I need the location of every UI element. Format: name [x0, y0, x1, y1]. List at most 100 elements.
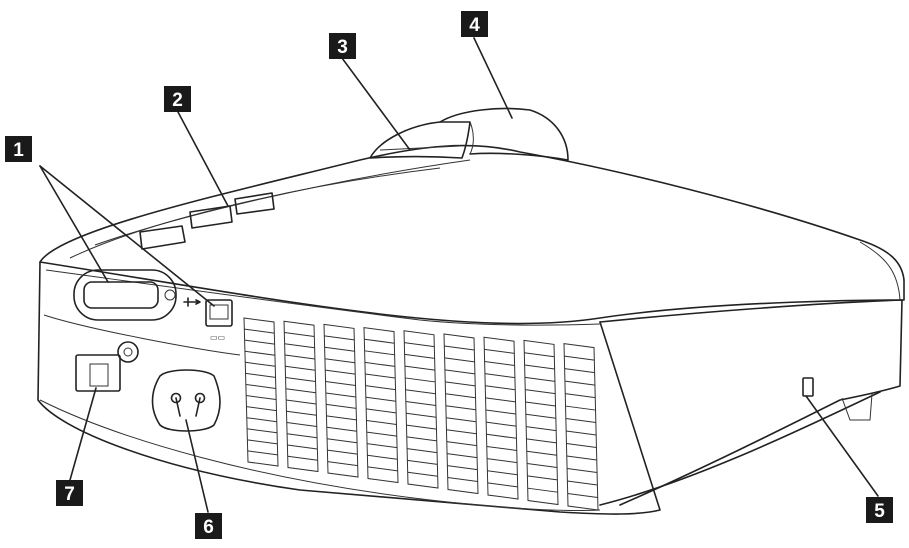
vent-slat — [565, 405, 596, 411]
vent-slat — [487, 470, 518, 476]
vent-slat — [244, 339, 275, 345]
vent-column-frame — [523, 339, 559, 506]
vent-slat — [445, 405, 476, 411]
vent-slat — [527, 463, 558, 469]
vent-slat — [245, 372, 276, 378]
callout-label: 3 — [337, 37, 348, 58]
vent-slat — [526, 450, 557, 456]
vent-slat — [525, 389, 556, 395]
vent-slat — [404, 353, 435, 359]
vent-slat — [486, 445, 517, 451]
usb-label-mark: ▭▭ — [210, 333, 225, 342]
vent-column — [523, 339, 559, 506]
vent-slat — [327, 449, 358, 455]
vent-slat — [327, 461, 358, 467]
vent-slat — [325, 381, 356, 387]
vent-slat — [444, 369, 475, 375]
video-connector-icon[interactable] — [73, 269, 177, 321]
leader-line-3 — [341, 57, 411, 151]
vent-slat — [446, 441, 477, 447]
vent-slat — [287, 444, 318, 450]
reset-button[interactable] — [117, 341, 139, 363]
vent-slat — [326, 403, 357, 409]
leader-line-2 — [177, 111, 229, 207]
vent-slat — [566, 443, 597, 449]
vent-slat — [446, 429, 477, 435]
vent-column-frame — [483, 336, 519, 500]
vent-slat — [365, 373, 396, 379]
vent-slat — [564, 368, 595, 374]
vent-slat — [286, 399, 317, 405]
vent-column-frame — [403, 330, 439, 489]
focus-ring-icon[interactable] — [369, 121, 471, 159]
vent-slat — [324, 346, 355, 352]
control-button[interactable] — [234, 192, 275, 215]
top-panel — [69, 159, 471, 259]
vent-slat — [446, 417, 477, 423]
callout-leaders — [39, 37, 879, 513]
vent-slat — [487, 458, 518, 464]
callout-6: 6 — [195, 513, 222, 539]
vent-slat — [365, 396, 396, 402]
vent-slat — [247, 428, 278, 434]
usb-port-icon[interactable] — [205, 299, 233, 327]
vent-slat — [246, 417, 277, 423]
vent-slat — [526, 426, 557, 432]
projector-body — [37, 144, 905, 515]
vent-slat — [244, 350, 275, 356]
vent-slat — [327, 438, 358, 444]
control-button[interactable] — [139, 225, 186, 250]
vent-slat — [246, 395, 277, 401]
vent-column-frame — [283, 320, 319, 473]
vent-column — [483, 336, 519, 500]
power-switch-icon[interactable] — [75, 354, 121, 392]
vent-slat — [325, 369, 356, 375]
vent-column — [243, 317, 279, 467]
vent-slat — [286, 421, 317, 427]
callout-label: 1 — [13, 140, 24, 161]
callout-label: 7 — [64, 484, 75, 505]
connector-panel: ▭▭ — [73, 269, 233, 432]
callout-1: 1 — [5, 136, 32, 162]
vent-column-frame — [363, 327, 399, 484]
callout-label: 2 — [172, 90, 183, 111]
vent-slat — [364, 350, 395, 356]
callout-label: 6 — [203, 517, 214, 538]
vent-slat — [567, 468, 598, 474]
vent-slat — [524, 364, 555, 370]
vent-slat — [486, 421, 517, 427]
vent-column — [323, 323, 359, 478]
control-buttons[interactable] — [139, 192, 275, 250]
lens-assembly — [369, 107, 569, 161]
vent-slat — [566, 455, 597, 461]
callout-5: 5 — [866, 497, 893, 523]
vent-slat — [525, 413, 556, 419]
power-socket-icon[interactable] — [151, 369, 221, 432]
vent-slat — [324, 335, 355, 341]
control-button[interactable] — [189, 205, 233, 229]
vent-slat — [246, 406, 277, 412]
vent-column-frame — [323, 323, 359, 478]
vent-slat — [486, 433, 517, 439]
callout-label: 4 — [469, 15, 480, 36]
vent-slat — [404, 342, 435, 348]
vent-slat — [445, 381, 476, 387]
vent-slat — [366, 419, 397, 425]
security-lock-slot-icon[interactable] — [802, 377, 814, 397]
vent-column — [443, 333, 479, 495]
vent-slat — [526, 438, 557, 444]
leader-line-1a — [39, 165, 109, 283]
vent-slat — [485, 409, 516, 415]
vent-slat — [524, 352, 555, 358]
vent-slat — [366, 431, 397, 437]
lens-icon — [439, 107, 569, 161]
vent-column — [283, 320, 319, 473]
vent-slat — [285, 376, 316, 382]
vent-column — [563, 343, 599, 511]
vent-slat — [367, 443, 398, 449]
callout-3: 3 — [329, 33, 356, 59]
vent-slat — [326, 415, 357, 421]
leader-line-6 — [185, 419, 209, 513]
leader-line-4 — [473, 37, 513, 119]
vent-slat — [367, 466, 398, 472]
